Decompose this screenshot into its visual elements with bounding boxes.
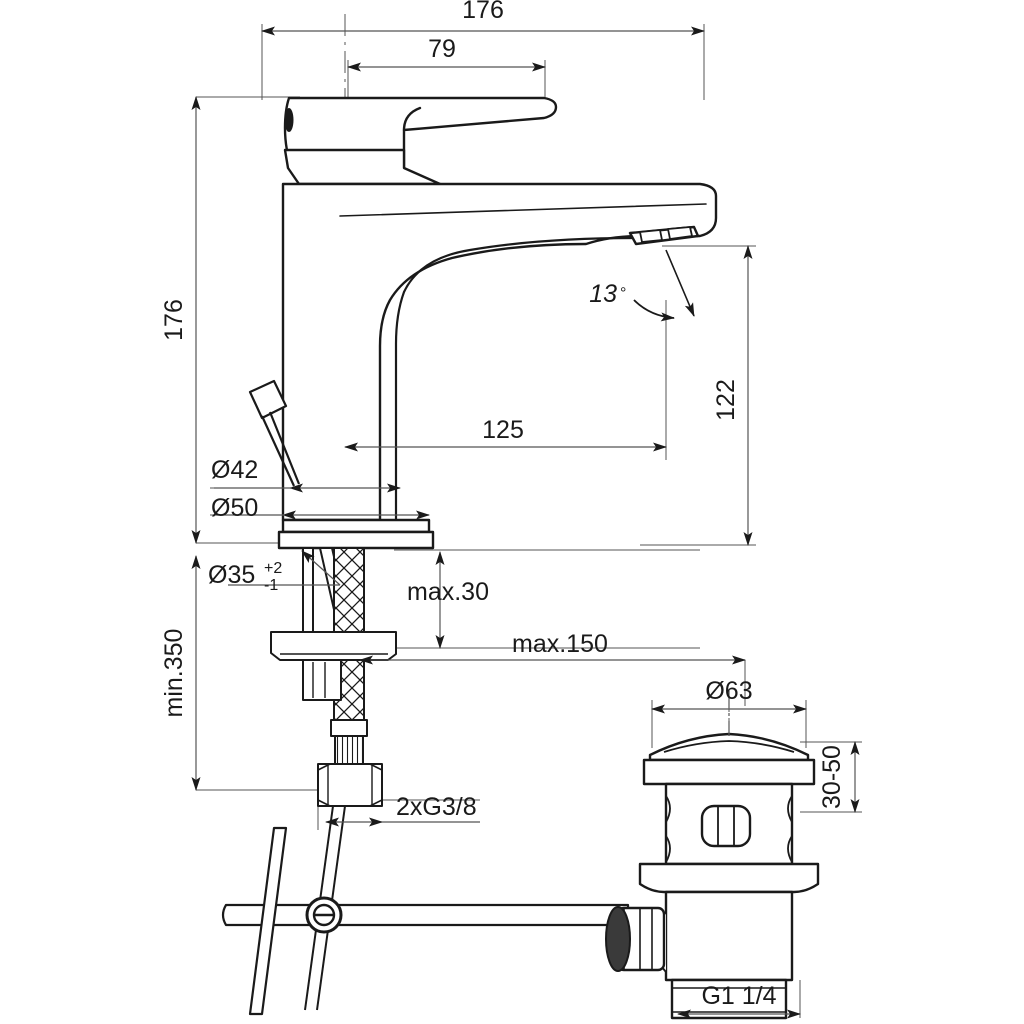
hose-collar <box>330 719 368 737</box>
spout-underside <box>394 236 638 522</box>
coupling-nut <box>317 763 383 807</box>
lever-handle-fillet <box>402 106 422 132</box>
label-max30: max.30 <box>407 578 489 606</box>
aerator-segment-a <box>639 229 663 243</box>
vertical-lift-strap <box>248 826 288 1016</box>
base-ring-upper <box>281 518 431 534</box>
waste-drain-assembly <box>605 732 820 1020</box>
popup-linkage <box>221 826 630 1016</box>
waste-slot <box>700 804 752 848</box>
dimension-labels: 176 79 176 min.350 122 125 13 ° Ø42 Ø50 … <box>160 0 846 1010</box>
waste-shank <box>664 890 794 982</box>
label-overall-width: 176 <box>462 0 504 24</box>
waste-flange <box>642 758 816 786</box>
label-angle-degree: ° <box>620 285 626 302</box>
label-dia35: Ø35 <box>208 561 255 589</box>
hose-knurled-sleeve <box>334 735 364 765</box>
label-handle-width: 79 <box>428 35 456 63</box>
handle-pivot-dot <box>284 108 294 132</box>
lift-rod-stem-a <box>260 415 296 487</box>
label-spout-reach: 125 <box>482 416 524 444</box>
lift-rod-knob <box>248 379 301 487</box>
label-overall-height: 176 <box>160 299 188 341</box>
waste-body-reliefs-2 <box>665 835 793 863</box>
label-dia63: Ø63 <box>705 677 752 705</box>
spout-highlight <box>339 203 707 217</box>
angle-arc-13 <box>633 299 675 322</box>
label-g38: 2xG3/8 <box>396 793 477 821</box>
label-dia35-tol-plus: +2 <box>264 560 282 577</box>
stud-rod-left <box>302 547 314 637</box>
faucet-column-and-spout <box>281 182 718 522</box>
dimension-lines <box>191 26 860 1019</box>
waste-dome-cap <box>648 732 810 762</box>
waste-lower-flange <box>638 862 820 894</box>
waste-ball-rod-cap <box>605 906 631 972</box>
aerator-outlet <box>628 225 700 246</box>
label-3050: 30-50 <box>818 745 846 809</box>
waste-dome-line <box>663 740 795 753</box>
label-max150: max.150 <box>512 630 608 658</box>
label-dia42: Ø42 <box>211 456 258 484</box>
lift-rod-stem-b <box>268 411 301 485</box>
base-flange <box>277 530 435 550</box>
label-min350: min.350 <box>160 629 188 718</box>
dim-leader-dia35-arrow <box>301 550 341 586</box>
horizontal-pull-rod <box>221 903 630 927</box>
faucet-body <box>281 96 718 522</box>
label-g114: G1 1/4 <box>701 982 776 1010</box>
mounting-hex-nut <box>302 659 342 701</box>
angle-ray-13 <box>665 249 695 317</box>
label-spout-height: 122 <box>712 379 740 421</box>
label-dia35-tol-minus: -1 <box>264 577 278 594</box>
mounting-bracket <box>270 631 397 661</box>
label-angle: 13 <box>589 280 617 308</box>
lift-rod-head <box>248 379 288 420</box>
base-escutcheon <box>277 518 435 550</box>
label-dia50: Ø50 <box>211 494 258 522</box>
waste-body-reliefs <box>665 795 793 823</box>
aerator-segment-b <box>667 226 693 240</box>
